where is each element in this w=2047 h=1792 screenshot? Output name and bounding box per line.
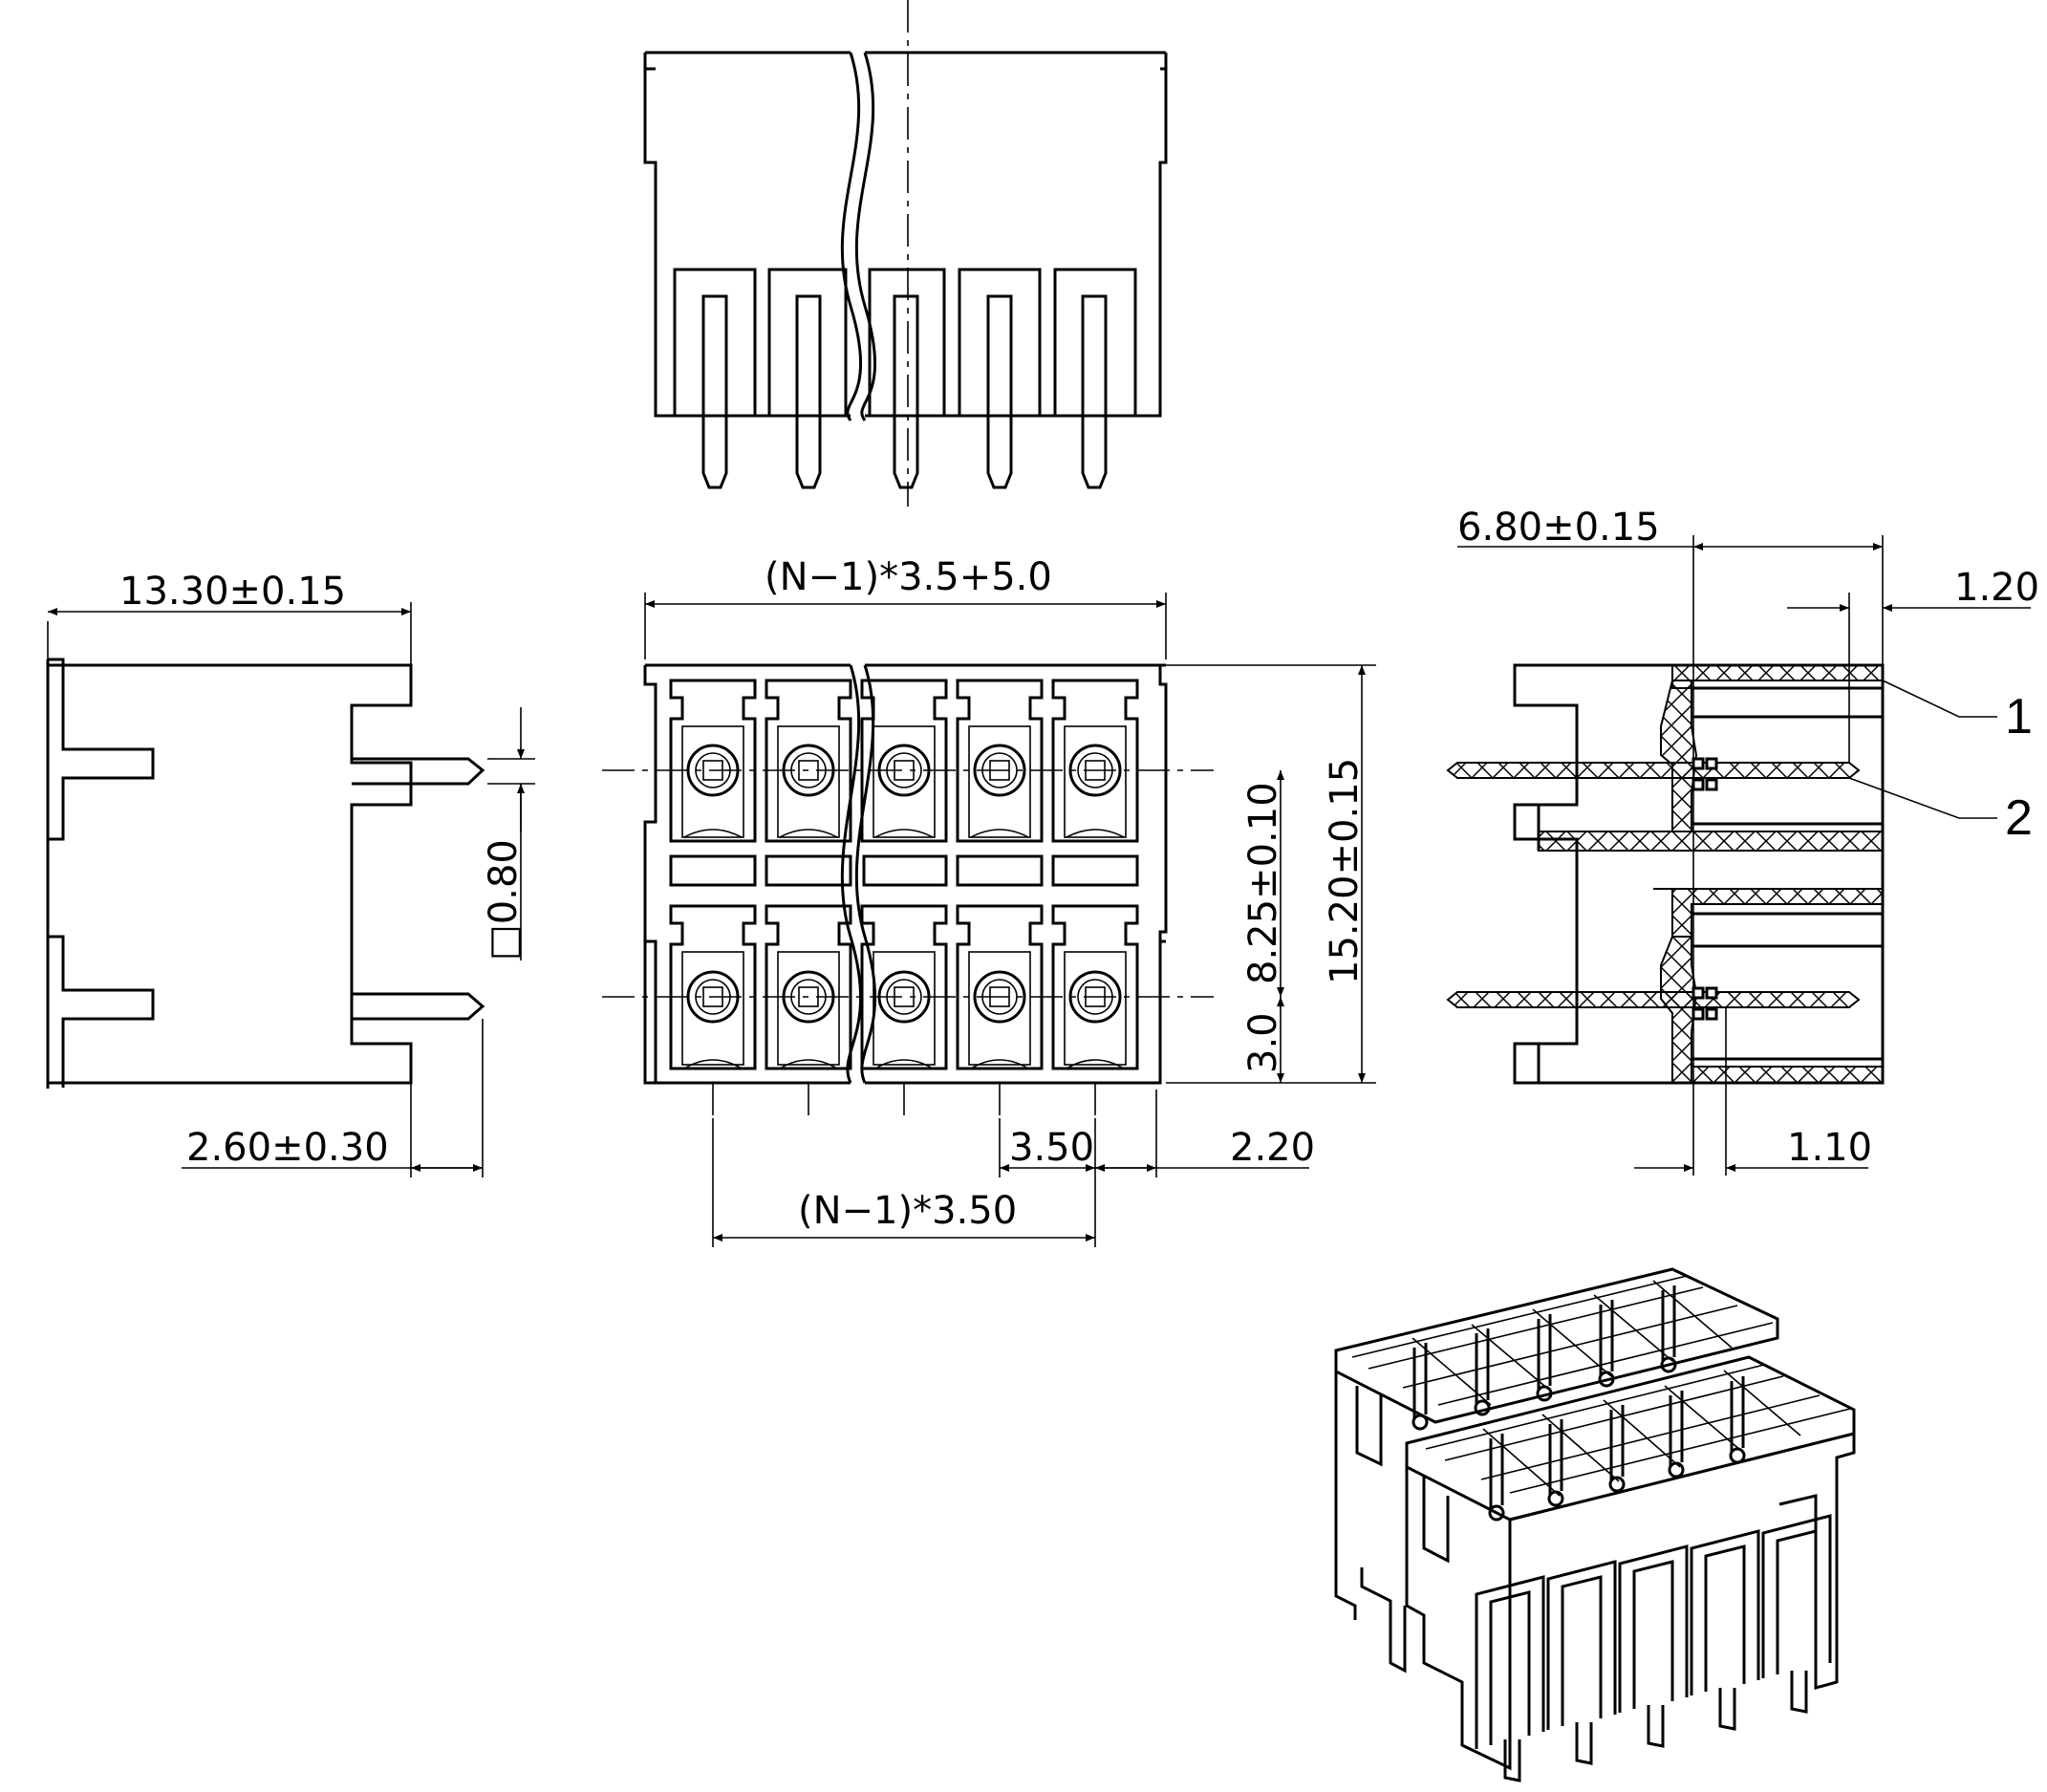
front-view-bottom-row [669,904,1139,1070]
dim-total-width-formula: (N−1)*3.5+5.0 [765,555,1052,599]
callout-1: 1 [2005,689,2033,745]
dim-edge-2-20: 2.20 [1230,1126,1315,1170]
dim-width-13-30: 13.30±0.15 [119,570,346,614]
dim-pin-pitch-formula: (N−1)*3.50 [798,1189,1017,1233]
isometric-view [1334,1267,1856,1782]
dim-pitch-3-50: 3.50 [1009,1126,1094,1170]
isometric-pins [1411,1285,1746,1522]
top-view [643,0,1168,507]
dim-row-spacing: 8.25±0.10 [1241,782,1285,984]
dim-tip-1-20: 1.20 [1954,566,2039,610]
dim-depth-6-80: 6.80±0.15 [1457,506,1660,550]
front-view-separators [669,854,1139,887]
dim-bottom-3-0: 3.0 [1241,1012,1285,1073]
front-view: (N−1)*3.5+5.0 15.20±0.15 8.25±0.10 3.0 3… [602,555,1376,1247]
dim-pin-square: □0.80 [482,839,526,961]
dim-height-15-20: 15.20±0.15 [1323,758,1367,984]
dim-offset-2-60: 2.60±0.30 [186,1126,389,1170]
side-view-left: □0.80 13.30±0.15 2.60±0.30 [46,570,535,1177]
front-view-top-row [669,679,1139,843]
isometric-front-pockets [1475,1514,1832,1782]
dim-offset-1-10: 1.10 [1787,1126,1872,1170]
callout-2: 2 [2005,790,2033,846]
top-view-pins [673,268,1137,489]
section-view: 6.80±0.15 1.20 1.10 1 2 [1446,506,2039,1176]
